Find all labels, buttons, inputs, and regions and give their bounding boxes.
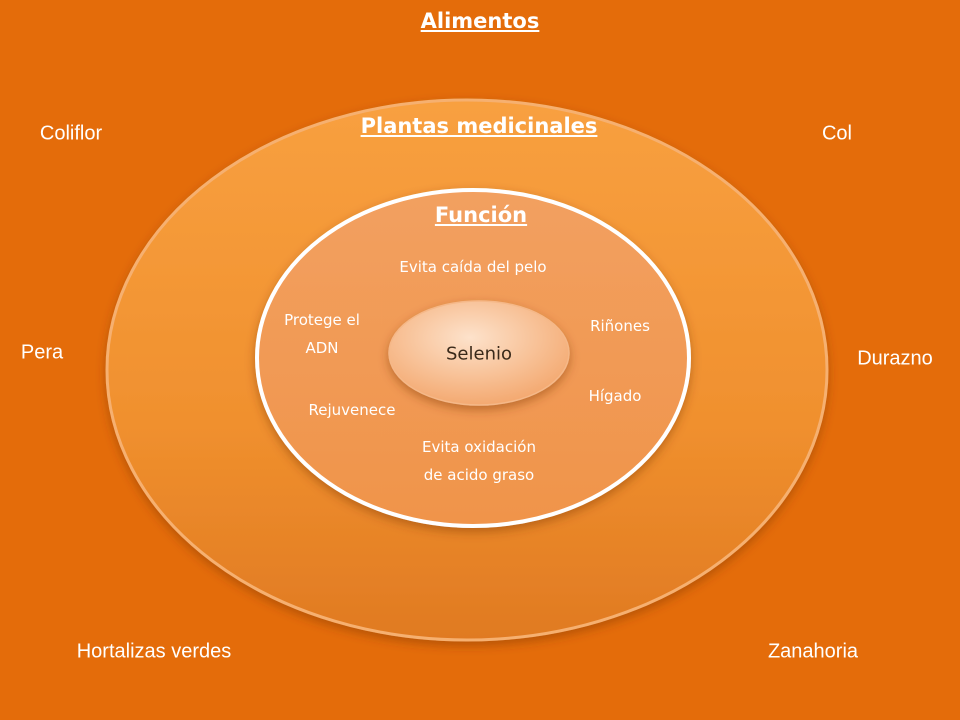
function-rinones: Riñones	[590, 317, 650, 335]
center-selenio: Selenio	[446, 343, 512, 365]
function-evita-oxidacion-line1: Evita oxidación	[422, 438, 536, 456]
food-durazno: Durazno	[857, 347, 933, 370]
function-evita-caida-pelo: Evita caída del pelo	[399, 258, 547, 276]
title-alimentos: Alimentos	[420, 9, 540, 33]
title-funcion: Función	[434, 203, 528, 227]
food-coliflor: Coliflor	[39, 122, 103, 145]
function-evita-oxidacion: Evita oxidación de acido graso	[422, 433, 536, 489]
center-ellipse-selenio	[388, 300, 570, 406]
food-zanahoria: Zanahoria	[767, 640, 859, 663]
function-protege-adn-line1: Protege el	[284, 311, 360, 329]
food-col: Col	[821, 122, 853, 145]
function-higado: Hígado	[588, 387, 642, 405]
function-protege-adn: Protege el ADN	[284, 306, 360, 362]
food-hortalizas-verdes: Hortalizas verdes	[76, 640, 232, 663]
food-pera: Pera	[20, 341, 64, 364]
function-evita-oxidacion-line2: de acido graso	[423, 466, 535, 484]
function-rejuvenece: Rejuvenece	[308, 401, 396, 419]
function-protege-adn-line2: ADN	[305, 339, 339, 357]
title-plantas-medicinales: Plantas medicinales	[360, 114, 598, 138]
